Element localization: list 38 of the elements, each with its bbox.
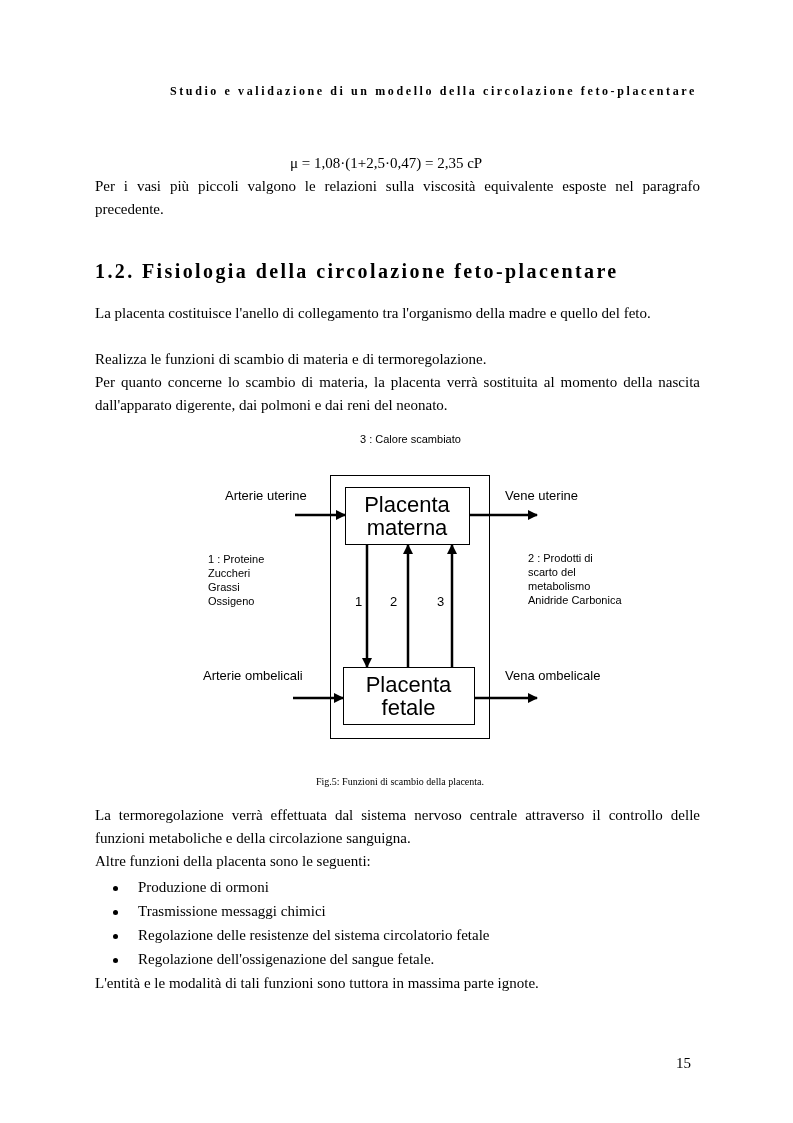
edge-label: 2 — [390, 594, 398, 609]
formula: μ = 1,08·(1+2,5·0,47) = 2,35 cP — [290, 154, 484, 173]
outer-frame — [330, 475, 490, 739]
process-box — [344, 486, 470, 545]
edge-label: Vene uterine — [505, 488, 578, 503]
arrow — [447, 544, 457, 667]
arrow — [295, 510, 346, 520]
node-label: Placenta fetale — [364, 672, 453, 719]
arrow — [475, 693, 538, 703]
paragraph: Altre funzioni della placenta sono le seguenti: — [95, 852, 372, 871]
paragraph: Per i vasi più piccoli valgono le relazioni sulla viscosità equivalente esposte nel paragrafo precedente. — [95, 177, 700, 219]
paragraph: La termoregolazione verrà effettuata dal sistema nervoso centrale attraverso il controllo delle funzioni metaboliche e della circolazione sanguigna. — [95, 806, 700, 848]
section-heading: 1.2. Fisiologia della circolazione feto-placentare — [95, 260, 620, 283]
page-number: 15 — [676, 1054, 692, 1073]
edge-label: 1 — [355, 594, 363, 609]
annotation: 2 : Prodotti di scarto del metabolismo Anidride Carbonica — [528, 551, 623, 607]
node-label: Placenta materna — [363, 492, 451, 539]
paragraph: La placenta costituisce l'anello di collegamento tra l'organismo della madre e quello del feto. — [95, 304, 652, 323]
paragraph: Per quanto concerne lo scambio di materia, la placenta verrà sostituita al momento della nascita dall'apparato digerente, dai polmoni e dai reni del neonato. — [95, 373, 700, 415]
figure-caption: Fig.5: Funzioni di scambio della placenta. — [315, 775, 485, 789]
arrow — [470, 510, 538, 520]
paragraph: Realizza le funzioni di scambio di materia e di termoregolazione. — [95, 350, 488, 369]
bullet-item: Trasmissione messaggi chimici — [138, 902, 327, 921]
edge-label: Arterie uterine — [225, 488, 307, 503]
bullet-item: Regolazione delle resistenze del sistema circolatorio fetale — [138, 926, 491, 945]
annotation: 1 : Proteine Zuccheri Grassi Ossigeno — [208, 552, 266, 608]
bullet-item: Regolazione dell'ossigenazione del sangue fetale. — [138, 950, 436, 969]
arrow — [403, 544, 413, 667]
edge-label: 3 — [437, 594, 445, 609]
annotation: 3 : Calore scambiato — [360, 432, 462, 446]
edge-label: Arterie ombelicali — [203, 668, 303, 683]
edge-label: Vena ombelicale — [505, 668, 601, 683]
arrow — [293, 693, 344, 703]
paragraph: L'entità e le modalità di tali funzioni sono tuttora in massima parte ignote. — [95, 974, 540, 993]
running-header: Studio e validazione di un modello della circolazione feto-placentare — [170, 83, 698, 100]
arrow — [362, 545, 372, 668]
process-box — [342, 666, 475, 725]
bullet-item: Produzione di ormoni — [138, 878, 270, 897]
